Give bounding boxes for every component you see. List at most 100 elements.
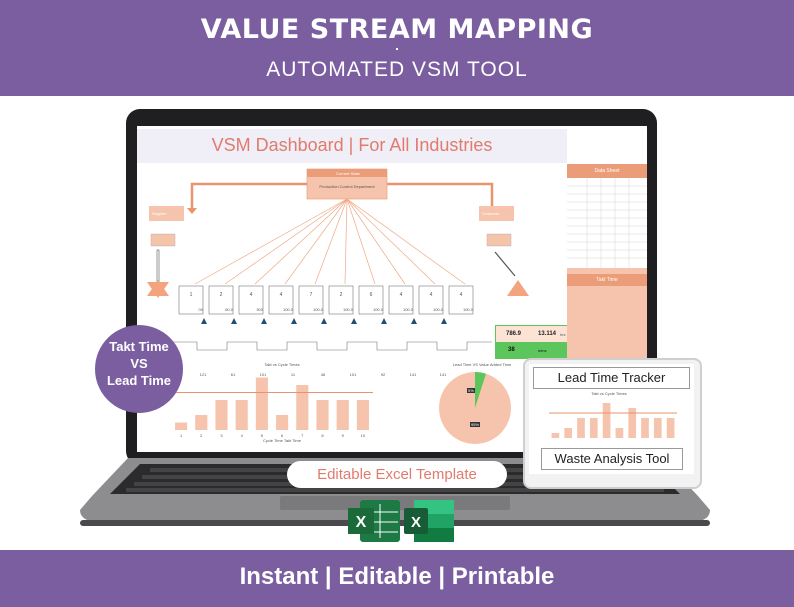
- timeline-value: 61: [230, 372, 236, 377]
- cycle-time-bar: [316, 400, 329, 430]
- timeline-value: 101: [259, 372, 267, 377]
- summary-value-b: 13.114: [538, 331, 557, 337]
- cycle-time-bar: [195, 415, 208, 430]
- summary-box: 786.9 13.114 hrs 38 mins: [495, 325, 569, 359]
- process-value: 60.0: [225, 307, 233, 312]
- process-value: 100.0: [312, 307, 323, 312]
- category-tick-label: 1: [180, 433, 183, 438]
- lead-time-pie: [439, 371, 511, 444]
- lead-time-tracker-title: Lead Time Tracker: [533, 367, 690, 389]
- summary-value-a: 786.9: [506, 331, 522, 337]
- cycle-time-bar: [356, 400, 369, 430]
- chart1-legend: Cycle Time Takt Time: [263, 438, 301, 443]
- cycle-time-bar: [615, 428, 624, 438]
- footer-band: Instant | Editable | Printable: [0, 550, 794, 607]
- cycle-time-bar: [215, 400, 228, 430]
- takt-cycle-chart: 1 2 3 4 5 6 7 8 9 10: [171, 377, 373, 438]
- svg-text:X: X: [411, 514, 421, 531]
- takt-vs-lead-badge: Takt Time VS Lead Time: [95, 325, 183, 413]
- excel-new-icon: X: [404, 500, 454, 542]
- process-number: 4: [249, 292, 253, 298]
- process-number: 2: [339, 292, 343, 298]
- cycle-time-bar: [641, 418, 649, 438]
- process-number: 4: [399, 292, 403, 298]
- process-number: 4: [279, 292, 283, 298]
- process-value: 100.0: [342, 307, 353, 312]
- chart2-title: Lead Time VS Value Added Time: [452, 362, 512, 367]
- editable-template-pill: Editable Excel Template: [287, 461, 507, 488]
- process-number: 7: [309, 292, 313, 298]
- process-value: 100.0: [432, 307, 443, 312]
- page-title: VALUE STREAM MAPPING: [200, 14, 594, 45]
- category-tick-label: 3: [220, 433, 223, 438]
- tablet-bar-chart: [549, 403, 677, 438]
- badge-line-2: VS: [130, 356, 148, 371]
- tablet-chart-title: Takt vs Cycle Times: [591, 391, 627, 396]
- summary-unit-b: hrs: [560, 332, 566, 337]
- process-value: 300: [256, 307, 263, 312]
- cycle-time-bar: [235, 400, 248, 430]
- cycle-time-bar: [653, 418, 662, 438]
- cycle-time-bar: [666, 418, 675, 438]
- chart1-title: Takt vs Cycle Times: [264, 362, 300, 367]
- category-tick-label: 5: [261, 433, 264, 438]
- category-tick-label: 9: [342, 433, 345, 438]
- process-number: 6: [369, 292, 373, 298]
- category-tick-label: 10: [361, 433, 366, 438]
- cycle-time-bar: [564, 428, 573, 438]
- badge-line-3: Lead Time: [106, 373, 172, 388]
- customer-label: Customer: [482, 211, 500, 216]
- timeline-value: 46: [320, 372, 326, 377]
- pie-small-label: 5%: [467, 388, 475, 393]
- waste-analysis-title: Waste Analysis Tool: [541, 448, 683, 470]
- cycle-time-bar: [296, 385, 309, 430]
- cycle-time-bar: [255, 377, 268, 430]
- process-value: 100.0: [282, 307, 293, 312]
- process-value: 100.0: [372, 307, 383, 312]
- category-tick-label: 4: [241, 433, 244, 438]
- cycle-time-bar: [551, 433, 560, 438]
- pie-big-label: 95%: [470, 422, 481, 427]
- cycle-time-bar: [577, 418, 585, 438]
- excel-icon: X: [348, 500, 400, 542]
- vsm-diagram: [147, 168, 529, 351]
- supplier-label: Supplier: [152, 211, 167, 216]
- timeline-value: 121: [199, 372, 207, 377]
- cycle-time-bar: [175, 422, 188, 430]
- dashboard-title: VSM Dashboard | For All Industries: [211, 135, 493, 155]
- category-tick-label: 2: [200, 433, 203, 438]
- cycle-time-bar: [602, 403, 611, 438]
- timeline-value: 92: [380, 372, 386, 377]
- header-band: VALUE STREAM MAPPING AUTOMATED VSM TOOL: [0, 0, 794, 96]
- cycle-time-bar: [276, 415, 289, 430]
- takt-time-title: Takt Time: [596, 277, 618, 283]
- process-value: 100.0: [462, 307, 473, 312]
- process-number: 4: [459, 292, 463, 298]
- process-number: 4: [429, 292, 433, 298]
- production-control-label: Production Control Department: [319, 184, 375, 189]
- data-sheet-grid: [567, 178, 647, 268]
- footer-tagline: Instant | Editable | Printable: [239, 563, 555, 590]
- timeline-value: 101: [349, 372, 357, 377]
- data-sheet-title: Data Sheet: [594, 168, 620, 174]
- dashboard-title-bar: VSM Dashboard | For All Industries: [137, 129, 567, 163]
- timeline-value: 141: [439, 372, 447, 377]
- cycle-time-bar: [589, 418, 598, 438]
- separator-dot: [396, 48, 398, 50]
- summary-unit-c: mins: [538, 348, 547, 353]
- tablet-screen: Lead Time Tracker Takt vs Cycle Times Wa…: [529, 364, 694, 474]
- category-tick-label: 6: [281, 433, 284, 438]
- cycle-time-bar: [628, 408, 637, 438]
- process-value: 00: [198, 307, 203, 312]
- badge-line-1: Takt Time: [109, 339, 169, 354]
- page-subtitle: AUTOMATED VSM TOOL: [266, 58, 528, 81]
- cycle-time-bar: [336, 400, 349, 430]
- process-number: 2: [219, 292, 223, 298]
- current-state-label: Current State: [336, 171, 360, 176]
- process-number: 1: [189, 292, 193, 298]
- category-tick-label: 8: [321, 433, 324, 438]
- timeline-value: 11: [290, 372, 296, 377]
- svg-text:X: X: [356, 514, 367, 531]
- category-tick-label: 7: [301, 433, 304, 438]
- timeline-value: 141: [409, 372, 417, 377]
